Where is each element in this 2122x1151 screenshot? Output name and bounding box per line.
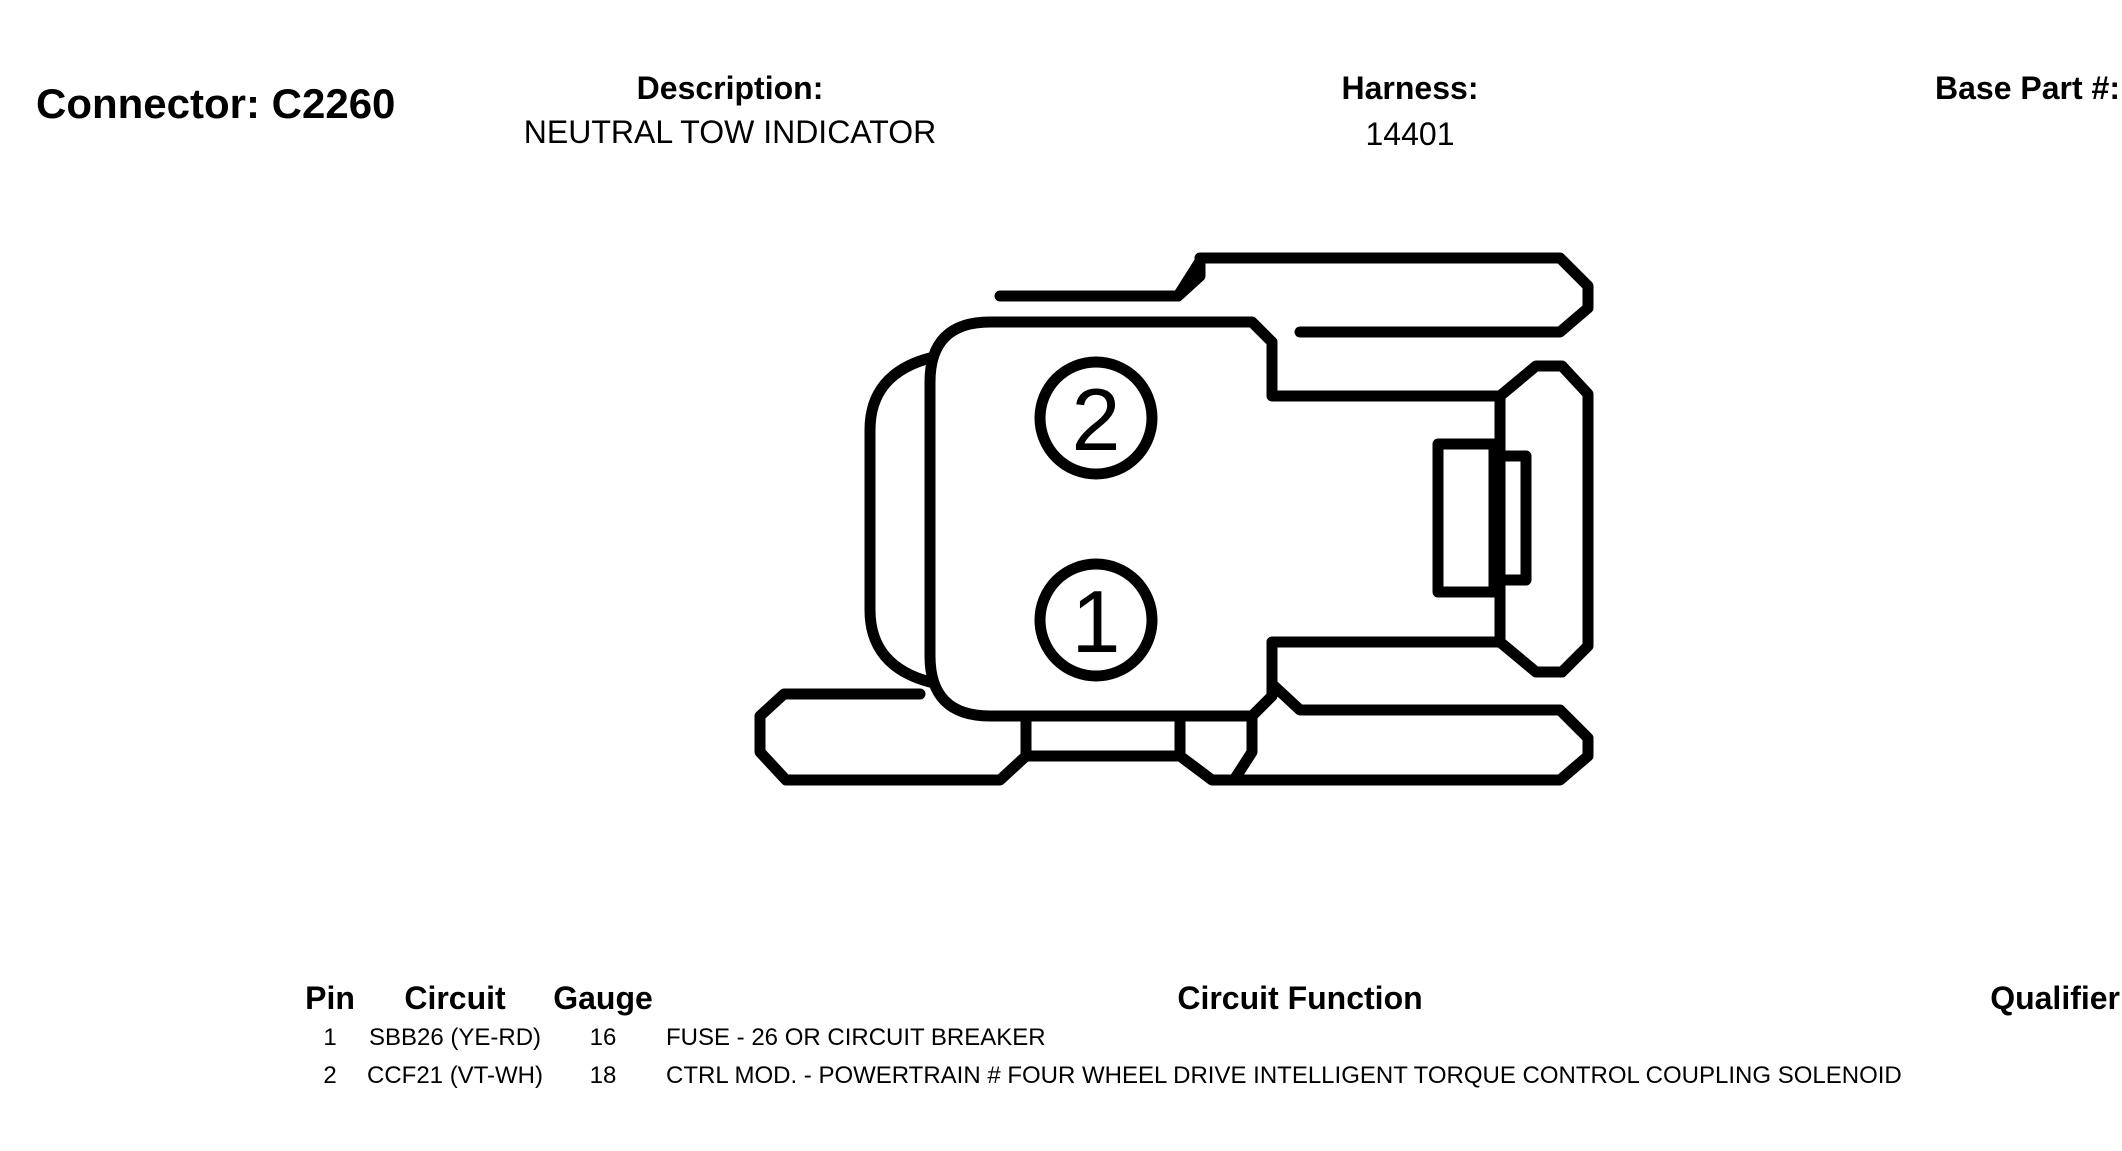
base-part-label: Base Part #: (1935, 70, 2120, 106)
connector-face-diagram: 2 1 (754, 252, 1594, 786)
description-value: NEUTRAL TOW INDICATOR (523, 114, 937, 150)
latch-top-left (994, 252, 1206, 302)
col-header-gauge: Gauge (553, 980, 653, 1016)
pin-1-circle (1034, 558, 1158, 682)
row-1-function: FUSE - 26 OR CIRCUIT BREAKER (666, 1024, 1046, 1051)
col-header-pin: Pin (305, 980, 355, 1016)
latch-bottom-left (754, 688, 1032, 786)
pin-2-label: 2 (1072, 370, 1121, 469)
harness-value: 14401 (1365, 116, 1455, 152)
latch-bottom-right (1174, 678, 1594, 786)
row-2-circuit: CCF21 (VT-WH) (367, 1062, 543, 1089)
col-header-circuit-function: Circuit Function (1177, 980, 1423, 1016)
row-1-pin: 1 (323, 1024, 337, 1051)
row-1-circuit: SBB26 (YE-RD) (368, 1024, 542, 1051)
key-block (1432, 438, 1500, 598)
pin-2-circle (1034, 356, 1158, 480)
housing-left-wall (864, 352, 936, 688)
keyway-outer (1494, 360, 1594, 678)
key-block-inner (1488, 450, 1532, 586)
pin-1-label: 1 (1072, 572, 1121, 671)
latch-top-right (1172, 252, 1594, 338)
bottom-center-block (1020, 710, 1186, 762)
row-2-function: CTRL MOD. - POWERTRAIN # FOUR WHEEL DRIV… (666, 1062, 1902, 1089)
harness-label: Harness: (1341, 70, 1479, 106)
col-header-circuit: Circuit (404, 980, 506, 1016)
col-header-qualifier: Qualifier (1990, 980, 2120, 1016)
latch-bottom-right-inner (1228, 710, 1258, 786)
row-1-gauge: 16 (589, 1024, 617, 1051)
connector-title: Connector: C2260 (36, 80, 396, 127)
row-2-gauge: 18 (589, 1062, 617, 1089)
row-2-pin: 2 (323, 1062, 337, 1089)
connector-housing (924, 316, 1506, 722)
description-label: Description: (636, 70, 824, 106)
